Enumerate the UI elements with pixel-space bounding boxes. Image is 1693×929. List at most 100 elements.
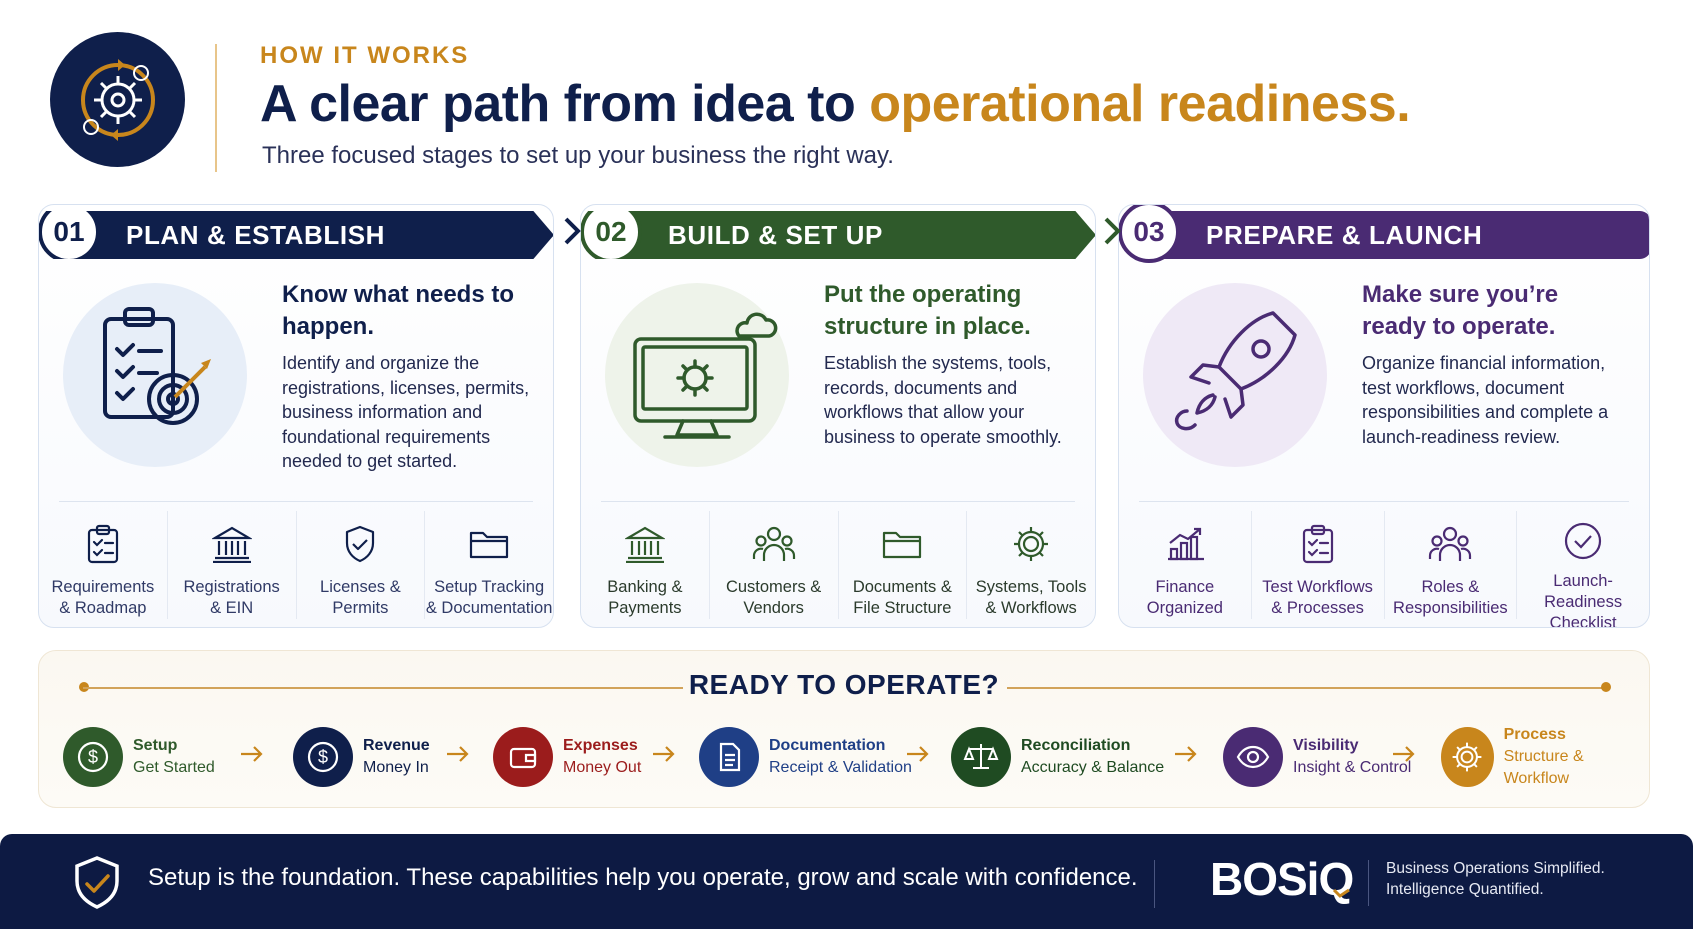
step-subtitle: Insight & Control bbox=[1293, 759, 1412, 776]
item-label: Launch-Readiness Checklist bbox=[1544, 572, 1623, 628]
stage-items: Requirements & Roadmap Registrations & E… bbox=[39, 511, 553, 619]
brand-logo: BOSiQ bbox=[1210, 853, 1354, 905]
chevron-right-icon bbox=[1104, 217, 1121, 245]
folder-icon bbox=[878, 521, 926, 567]
stage-copy: Put the operating structure in place. Es… bbox=[824, 279, 1079, 449]
dollar-icon: $ bbox=[293, 727, 353, 787]
stage-items: Banking & Payments Customers & Vendors D… bbox=[581, 511, 1095, 619]
eye-icon bbox=[1223, 727, 1283, 787]
item-roles-responsibilities: Roles & Responsibilities bbox=[1385, 511, 1518, 619]
arrow-right-icon bbox=[1175, 746, 1197, 762]
item-label: Registrations & EIN bbox=[183, 578, 280, 617]
people-icon bbox=[1426, 521, 1474, 567]
stage-illustration bbox=[1143, 283, 1327, 467]
hero-divider bbox=[215, 44, 217, 172]
bank-icon bbox=[208, 521, 256, 567]
stage-title: PREPARE & LAUNCH bbox=[1206, 219, 1483, 250]
slogan-line-1: Business Operations Simplified. bbox=[1386, 860, 1605, 877]
stage-number: 01 bbox=[39, 211, 100, 259]
stage-illustration bbox=[605, 283, 789, 467]
arrow-right-icon bbox=[907, 746, 929, 762]
step-expenses: Expenses Money Out bbox=[493, 721, 641, 793]
step-subtitle: Get Started bbox=[133, 759, 215, 776]
item-label: Systems, Tools & Workflows bbox=[975, 578, 1087, 617]
brand-q-tick-icon bbox=[1332, 888, 1350, 898]
stage-heading: Make sure you’re ready to operate. bbox=[1362, 281, 1559, 340]
stage-banner: 01 PLAN & ESTABLISH bbox=[39, 211, 553, 259]
eyebrow: HOW IT WORKS bbox=[260, 42, 470, 69]
chevron-right-icon bbox=[564, 217, 581, 245]
wallet-icon bbox=[493, 727, 553, 787]
folder-icon bbox=[465, 521, 513, 567]
stage-heading: Put the operating structure in place. bbox=[824, 281, 1031, 340]
step-subtitle: Money Out bbox=[563, 759, 642, 776]
step-title: Setup bbox=[133, 737, 178, 754]
process-cycle-logo bbox=[50, 32, 185, 167]
stage-copy: Know what needs to happen. Identify and … bbox=[282, 279, 537, 474]
people-icon bbox=[750, 521, 798, 567]
monitor-gear-icon bbox=[633, 312, 778, 439]
stage-divider bbox=[59, 501, 533, 502]
stage-card-build: 02 BUILD & SET UP Put the operating st bbox=[580, 204, 1096, 628]
stage-items: Finance Organized Test Workflows & Proce… bbox=[1119, 511, 1649, 627]
item-customers-vendors: Customers & Vendors bbox=[710, 511, 839, 619]
stage-number: 03 bbox=[1119, 205, 1180, 263]
step-documentation: Documentation Receipt & Validation bbox=[699, 721, 912, 793]
bar-chart-icon bbox=[1161, 521, 1209, 567]
item-label: Requirements & Roadmap bbox=[51, 578, 155, 617]
hero-section: HOW IT WORKS A clear path from idea to o… bbox=[40, 30, 1653, 190]
stage-description: Establish the systems, tools, records, d… bbox=[824, 353, 1062, 447]
step-title: Visibility bbox=[1293, 737, 1359, 754]
bank-icon bbox=[621, 521, 669, 567]
stage-card-prepare: 03 PREPARE & LAUNCH Make sure you’re rea… bbox=[1118, 204, 1650, 628]
dollar-icon: $ bbox=[63, 727, 123, 787]
gear-icon bbox=[1441, 727, 1494, 787]
stage-illustration bbox=[63, 283, 247, 467]
arrow-right-icon bbox=[1393, 746, 1415, 762]
step-title: Expenses bbox=[563, 737, 638, 754]
ready-steps: $ Setup Get Started $ Revenue Money In bbox=[63, 721, 1635, 793]
stage-title: PLAN & ESTABLISH bbox=[126, 219, 386, 250]
stage-heading: Know what needs to happen. bbox=[282, 281, 515, 340]
step-title: Documentation bbox=[769, 737, 886, 754]
item-registrations-ein: Registrations & EIN bbox=[168, 511, 297, 619]
stages: 01 PLAN & ESTABLISH bbox=[38, 204, 1650, 628]
gear-icon bbox=[1007, 521, 1055, 567]
step-subtitle: Receipt & Validation bbox=[769, 759, 912, 776]
shield-check-icon bbox=[75, 856, 119, 909]
item-label: Finance Organized bbox=[1146, 578, 1223, 617]
step-visibility: Visibility Insight & Control bbox=[1223, 721, 1411, 793]
stage-banner: 03 PREPARE & LAUNCH bbox=[1119, 205, 1649, 263]
item-label: Banking & Payments bbox=[607, 578, 683, 617]
item-licenses-permits: Licenses & Permits bbox=[297, 511, 426, 619]
slogan-line-2: Intelligence Quantified. bbox=[1386, 881, 1544, 898]
stage-card-plan: 01 PLAN & ESTABLISH bbox=[38, 204, 554, 628]
item-finance-organized: Finance Organized bbox=[1119, 511, 1252, 619]
shield-check-icon bbox=[336, 521, 384, 567]
footer-tagline: Setup is the foundation. These capabilit… bbox=[148, 864, 1138, 891]
arrow-right-icon bbox=[653, 746, 675, 762]
stage-description: Identify and organize the registrations,… bbox=[282, 353, 530, 472]
brand-slogan: Business Operations Simplified. Intellig… bbox=[1386, 858, 1605, 900]
clipboard-target-icon bbox=[103, 307, 211, 425]
step-revenue: $ Revenue Money In bbox=[293, 721, 430, 793]
scales-icon bbox=[951, 727, 1011, 787]
footer-bar: Setup is the foundation. These capabilit… bbox=[0, 834, 1693, 929]
step-process: Process Structure & Workflow bbox=[1441, 721, 1635, 793]
step-subtitle: Accuracy & Balance bbox=[1021, 759, 1165, 776]
step-subtitle: Money In bbox=[363, 759, 429, 776]
check-circle-icon bbox=[1559, 521, 1607, 561]
svg-text:$: $ bbox=[318, 747, 328, 767]
stage-title: BUILD & SET UP bbox=[668, 219, 883, 250]
clipboard-checklist-icon bbox=[1294, 521, 1342, 567]
item-systems-tools: Systems, Tools & Workflows bbox=[967, 511, 1095, 619]
item-banking-payments: Banking & Payments bbox=[581, 511, 710, 619]
step-subtitle: Structure & Workflow bbox=[1503, 748, 1584, 787]
rocket-icon bbox=[1174, 311, 1297, 431]
item-documents-file-structure: Documents & File Structure bbox=[839, 511, 968, 619]
document-icon bbox=[699, 727, 759, 787]
page-title: A clear path from idea to operational re… bbox=[260, 74, 1411, 134]
stage-number: 02 bbox=[581, 211, 642, 259]
item-label: Documents & File Structure bbox=[852, 578, 952, 617]
